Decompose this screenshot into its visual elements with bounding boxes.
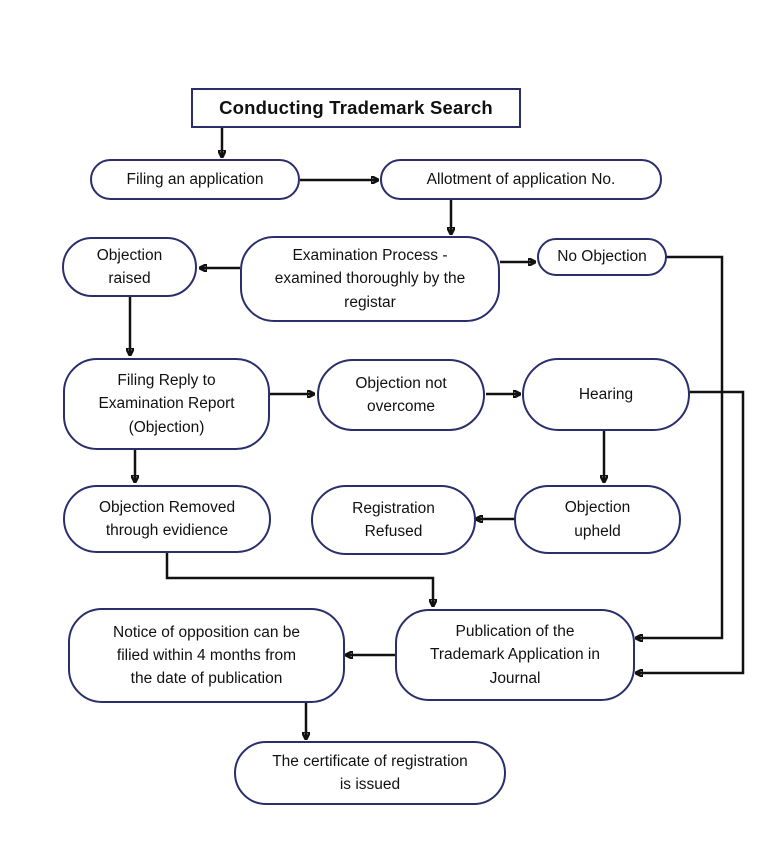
arrow-hearing-to-publication bbox=[636, 390, 745, 673]
filing-application-node: Filing an application bbox=[90, 159, 300, 200]
filing-reply-node: Filing Reply to Examination Report (Obje… bbox=[63, 358, 270, 450]
title-box: Conducting Trademark Search bbox=[191, 88, 521, 128]
objection-raised-node: Objection raised bbox=[62, 237, 197, 297]
arrow-objection-removed-to-publication bbox=[165, 553, 433, 606]
objection-removed-node: Objection Removed through evidience bbox=[63, 485, 271, 553]
certificate-node: The certificate of registration is issue… bbox=[234, 741, 506, 805]
publication-node: Publication of the Trademark Application… bbox=[395, 609, 635, 701]
objection-upheld-node: Objection upheld bbox=[514, 485, 681, 554]
notice-of-opposition-node: Notice of opposition can be filied withi… bbox=[68, 608, 345, 703]
allotment-node: Allotment of application No. bbox=[380, 159, 662, 200]
no-objection-node: No Objection bbox=[537, 238, 667, 276]
arrow-no-objection-to-publication bbox=[636, 255, 724, 638]
hearing-node: Hearing bbox=[522, 358, 690, 431]
registration-refused-node: Registration Refused bbox=[311, 485, 476, 555]
objection-not-overcome-node: Objection not overcome bbox=[317, 359, 485, 431]
examination-node: Examination Process - examined thoroughl… bbox=[240, 236, 500, 322]
